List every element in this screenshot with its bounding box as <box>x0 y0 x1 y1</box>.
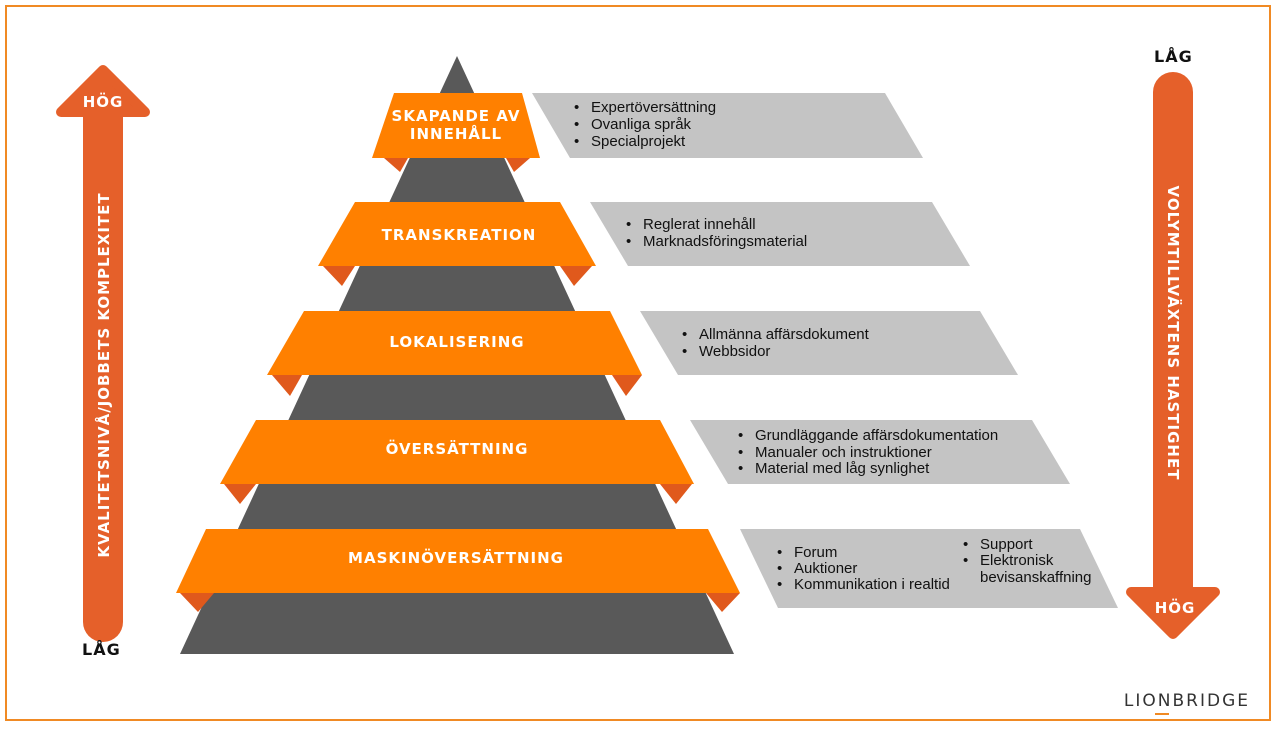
tier-1-label-line2: INNEHÅLL <box>410 124 502 143</box>
tier-1-bullet-dot: • <box>574 116 579 133</box>
tier-5-bullet-2: Auktioner <box>794 560 857 577</box>
tier-4-panel <box>690 420 1070 484</box>
lionbridge-logo: LIONBRIDGE <box>1123 691 1250 711</box>
tier-4-bullet-3: Material med låg synlighet <box>755 460 930 477</box>
left-axis-bottom-label: LÅG <box>82 640 121 659</box>
tier-3-band <box>267 311 642 375</box>
tier-1-bullet-dot: • <box>574 99 579 116</box>
tier-2-label: TRANSKREATION <box>382 226 537 244</box>
right-axis-arrow <box>1126 72 1220 639</box>
tier-4-bullet-dot: • <box>738 427 743 444</box>
tier-5-col2-bullet-1: Support <box>980 536 1033 553</box>
tier-4-label: ÖVERSÄTTNING <box>386 439 529 458</box>
tier-4-bullet-dot: • <box>738 460 743 477</box>
tier-5-panel <box>740 529 1118 608</box>
tier-2-bullet-dot: • <box>626 233 631 250</box>
tier-1-panel <box>532 93 923 158</box>
tier-2-band <box>318 202 596 266</box>
tier-4-bullet-2: Manualer och instruktioner <box>755 444 932 461</box>
tier-3-bullet-dot: • <box>682 326 687 343</box>
tier-3-label: LOKALISERING <box>389 333 524 351</box>
diagram-frame <box>5 5 1271 721</box>
tier-5-col2-bullet-dot: • <box>963 536 968 553</box>
tier-5-bullet-dot: • <box>777 544 782 561</box>
left-axis-title: KVALITETSNIVÅ/JOBBETS KOMPLEXITET <box>94 192 113 557</box>
tier-5-label: MASKINÖVERSÄTTNING <box>348 548 564 567</box>
tier-3-bullet-2: Webbsidor <box>699 343 770 360</box>
tier-5-bullet-dot: • <box>777 576 782 593</box>
right-axis-top-label: LÅG <box>1154 47 1193 66</box>
tier-1-bullet-2: Ovanliga språk <box>591 116 692 133</box>
tier-1-band <box>372 93 540 158</box>
tier-3-bullet-1: Allmänna affärsdokument <box>699 326 870 343</box>
tier-5-col2-bullet-2: Elektronisk <box>980 552 1054 569</box>
tier-2-bullet-dot: • <box>626 216 631 233</box>
tier-2-bullet-2: Marknadsföringsmaterial <box>643 233 807 250</box>
logo-accent <box>1155 713 1169 715</box>
tier-3-bullet-dot: • <box>682 343 687 360</box>
tier-1-bullet-3: Specialprojekt <box>591 133 686 150</box>
tier-5-bullet-3: Kommunikation i realtid <box>794 576 950 593</box>
tier-5-bullet-1: Forum <box>794 544 837 561</box>
tier-5-col2-bullet-3: bevisanskaffning <box>980 569 1091 586</box>
tier-5-col2-bullet-dot: • <box>963 552 968 569</box>
tier-1-label-line1: SKAPANDE AV <box>392 107 521 125</box>
tier-4-band <box>220 420 694 484</box>
tier-2-panel <box>590 202 970 266</box>
tier-4-bullet-1: Grundläggande affärsdokumentation <box>755 427 998 444</box>
left-axis-top-label: HÖG <box>83 92 124 111</box>
right-axis-bottom-label: HÖG <box>1155 598 1196 617</box>
tier-1-bullet-1: Expertöversättning <box>591 99 716 116</box>
tier-2-bullet-1: Reglerat innehåll <box>643 216 756 233</box>
left-axis-arrow <box>56 65 150 642</box>
tier-4-bullet-dot: • <box>738 444 743 461</box>
tier-5-bullet-dot: • <box>777 560 782 577</box>
tier-1-bullet-dot: • <box>574 133 579 150</box>
right-axis-title: VOLYMTILLVÄXTENS HASTIGHET <box>1164 186 1183 481</box>
tier-3-panel <box>640 311 1018 375</box>
tier-5-band <box>176 529 740 593</box>
